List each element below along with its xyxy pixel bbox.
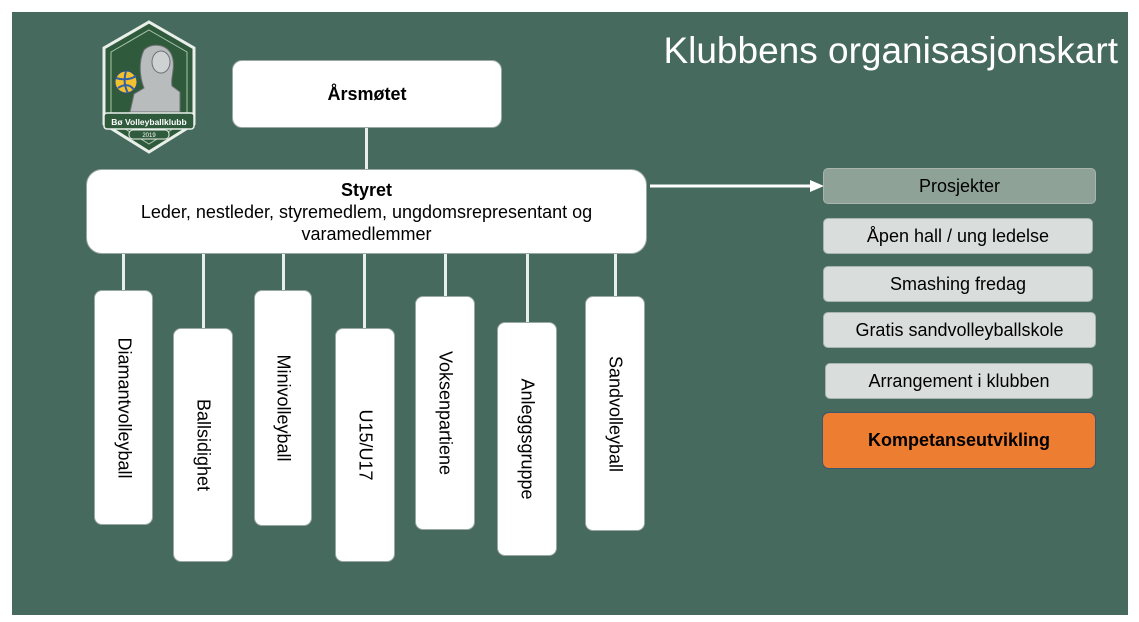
- group-diamantvolleyball: Diamantvolleyball: [94, 290, 153, 525]
- group-anleggsgruppe: Anleggsgruppe: [497, 322, 557, 556]
- logo-crest-icon: [102, 20, 196, 154]
- connector-group-5: [444, 254, 447, 296]
- group-voksenpartiene: Voksenpartiene: [415, 296, 475, 530]
- group-label: Sandvolleyball: [605, 355, 626, 472]
- connector-group-6: [526, 254, 529, 322]
- club-logo: Bø Volleyballklubb 2019: [100, 20, 198, 156]
- group-minivolleyball: Minivolleyball: [254, 290, 312, 526]
- group-label: Anleggsgruppe: [517, 378, 538, 500]
- connector-group-3: [282, 254, 285, 290]
- connector-group-4: [363, 254, 366, 328]
- project-item-highlighted: Kompetanseutvikling: [822, 412, 1096, 469]
- node-arsmotet: Årsmøtet: [232, 60, 502, 128]
- group-label: Voksenpartiene: [435, 350, 456, 476]
- logo-year: 2019: [142, 133, 156, 139]
- projects-header: Prosjekter: [823, 168, 1096, 204]
- connector-group-1: [122, 254, 125, 290]
- group-u15-u17: U15/U17: [335, 328, 395, 562]
- connector-arsmotet-styret: [365, 128, 368, 169]
- connector-group-2: [202, 254, 205, 328]
- project-item: Smashing fredag: [823, 266, 1093, 302]
- group-ballsidighet: Ballsidighet: [173, 328, 233, 562]
- group-sandvolleyball: Sandvolleyball: [585, 296, 645, 531]
- slide: Bø Volleyballklubb 2019 Klubbens organis…: [12, 12, 1128, 615]
- group-label: U15/U17: [355, 409, 376, 481]
- node-styret-description: Leder, nestleder, styremedlem, ungdomsre…: [140, 201, 593, 244]
- group-label: Ballsidighet: [193, 398, 214, 492]
- project-item: Åpen hall / ung ledelse: [823, 218, 1093, 254]
- group-label: Diamantvolleyball: [114, 336, 134, 479]
- logo-club-name: Bø Volleyballklubb: [111, 117, 187, 127]
- node-styret: Styret Leder, nestleder, styremedlem, un…: [86, 169, 647, 254]
- page-title: Klubbens organisasjonskart: [663, 30, 1118, 71]
- connector-group-7: [614, 254, 617, 296]
- arrow-right-icon: [650, 180, 824, 192]
- node-styret-title: Styret: [340, 179, 393, 200]
- project-item: Arrangement i klubben: [825, 363, 1093, 399]
- project-item: Gratis sandvolleyballskole: [823, 312, 1096, 348]
- group-label: Minivolleyball: [273, 354, 294, 462]
- node-arsmotet-label: Årsmøtet: [327, 83, 407, 104]
